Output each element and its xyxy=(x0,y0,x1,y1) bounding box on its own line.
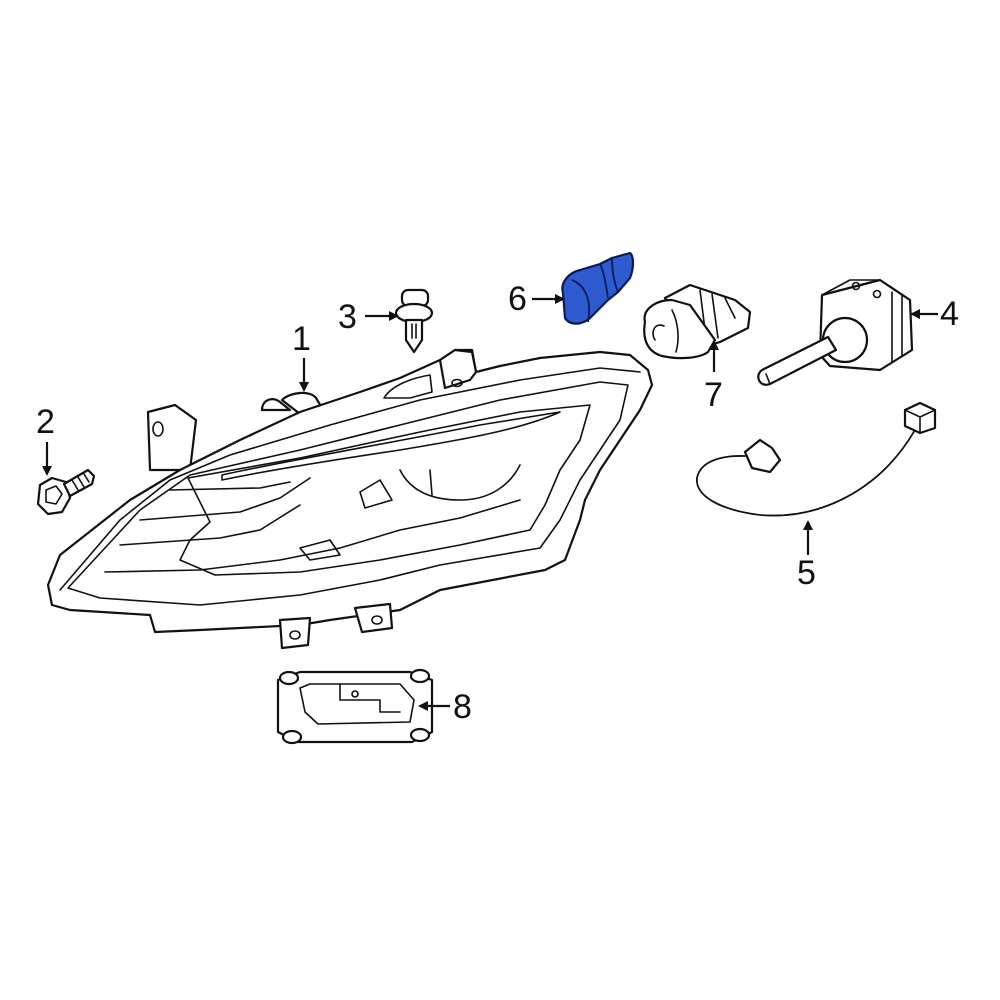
push-pin-clip[interactable] xyxy=(394,288,434,354)
callout-5[interactable]: 5 xyxy=(797,554,816,592)
callout-3[interactable]: 3 xyxy=(338,298,357,336)
callout-6[interactable]: 6 xyxy=(508,280,527,318)
headlamp-assembly[interactable] xyxy=(46,348,654,650)
callout-4[interactable]: 4 xyxy=(940,295,959,333)
wedge-bulb-highlighted[interactable] xyxy=(561,251,635,325)
callout-1[interactable]: 1 xyxy=(292,320,311,358)
mounting-screw[interactable] xyxy=(36,468,96,516)
callout-8[interactable]: 8 xyxy=(453,688,472,726)
bulb-socket[interactable] xyxy=(643,283,752,360)
control-module[interactable] xyxy=(276,668,434,745)
hid-bulb[interactable] xyxy=(757,278,914,386)
wiring-harness[interactable] xyxy=(696,401,937,517)
callout-2[interactable]: 2 xyxy=(36,403,55,441)
callout-7[interactable]: 7 xyxy=(704,376,723,414)
